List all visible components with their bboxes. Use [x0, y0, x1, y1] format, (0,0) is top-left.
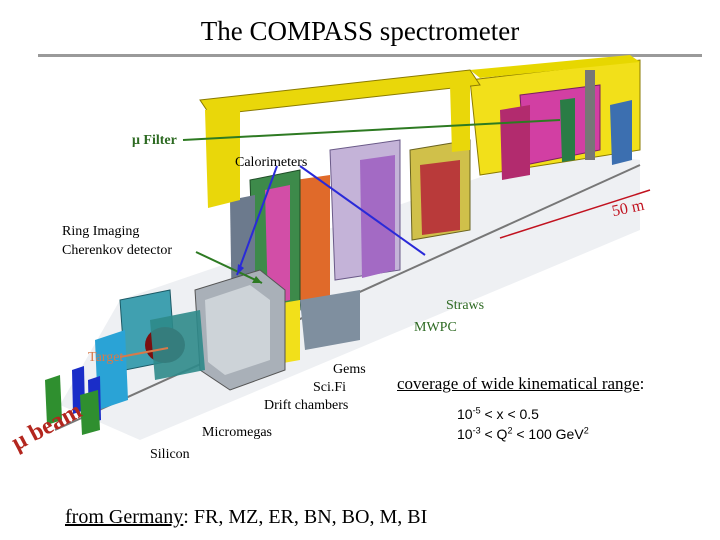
- pointer-lines: [119, 119, 651, 358]
- gems-label: Gems: [333, 362, 366, 377]
- footer-underlined: from Germany: [65, 506, 184, 528]
- ring-imaging-label: Ring Imaging: [62, 224, 140, 239]
- title-divider: [38, 54, 702, 57]
- mu-filter-label: μ Filter: [132, 133, 177, 149]
- calorimeter-stations: [199, 69, 481, 325]
- x-range-exponent: -5: [472, 405, 481, 416]
- q2-range-rest: < 100 GeV: [512, 426, 584, 442]
- mwpc-label: MWPC: [414, 320, 457, 335]
- rich-detector: [194, 269, 286, 391]
- q2-range: 10-3 < Q2 < 100 GeV2: [457, 426, 589, 442]
- x-range: 10-5 < x < 0.5: [457, 406, 539, 422]
- footer-rest: : FR, MZ, ER, BN, BO, M, BI: [183, 506, 428, 528]
- downstream-stations: [469, 55, 641, 180]
- gev-exponent: 2: [583, 425, 589, 436]
- fifty-m-arrow: [499, 189, 651, 239]
- x-range-base: 10: [457, 406, 473, 422]
- footer-text: from Germany: FR, MZ, ER, BN, BO, M, BI: [65, 506, 427, 529]
- q2-range-exponent: -3: [472, 425, 481, 436]
- q2-exponent: 2: [507, 425, 513, 436]
- straws-label: Straws: [446, 298, 485, 313]
- scifi-label: Sci.Fi: [313, 380, 347, 395]
- silicon-label: Silicon: [150, 447, 190, 462]
- calorimeters-pointer-left: [236, 165, 278, 276]
- cherenkov-label: Cherenkov detector: [62, 243, 173, 258]
- calorimeters-arrowhead: [237, 264, 244, 275]
- calorimeters-pointer-right: [299, 165, 426, 256]
- rich-arrowhead: [252, 276, 262, 283]
- micromegas-label: Micromegas: [202, 425, 272, 440]
- mu-filter-text: μ Filter: [132, 133, 177, 148]
- x-range-rest: < x < 0.5: [480, 406, 539, 422]
- q2-range-base: 10: [457, 426, 473, 442]
- page-title: The COMPASS spectrometer: [200, 16, 520, 46]
- target-pointer: [119, 347, 169, 358]
- calorimeters-label: Calorimeters: [235, 155, 308, 170]
- mu-filter-pointer: [182, 119, 561, 141]
- coverage-colon: :: [639, 374, 645, 393]
- rich-pointer: [195, 251, 263, 284]
- coverage-heading-text: coverage of wide kinematical range: [397, 374, 640, 393]
- drift-chambers-label: Drift chambers: [264, 398, 349, 413]
- q2-range-mid: < Q: [480, 426, 508, 442]
- target-label: Target: [88, 350, 124, 365]
- coverage-heading: coverage of wide kinematical range:: [397, 374, 644, 394]
